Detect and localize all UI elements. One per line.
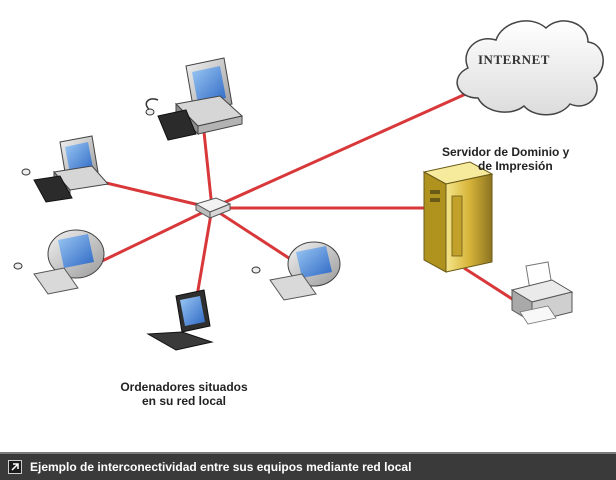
link-hub-pc-top [202,131,214,209]
printer-icon [510,261,574,325]
link-server-printer [463,266,521,306]
link-hub-pc-left [101,180,213,210]
caption-bar: Ejemplo de interconectividad entre sus e… [0,452,616,480]
laptop-icon [146,289,214,351]
internet-label: INTERNET [478,52,550,67]
network-links [99,82,521,306]
desktop-pc-left-icon [21,135,109,203]
server-label: Servidor de Dominio y de Impresión [442,145,614,173]
server-label-line1: Servidor de Dominio y [442,145,570,159]
local-pcs-label-line2: en su red local [141,394,227,408]
network-switch-icon [194,197,232,219]
server-tower-icon [422,161,494,273]
internet-cloud-icon [456,20,604,116]
imac-left-icon [13,229,105,295]
network-diagram [13,20,604,351]
desktop-pc-top-icon [145,57,244,141]
caption-text: Ejemplo de interconectividad entre sus e… [30,460,412,474]
imac-right-icon [251,241,341,301]
link-hub-internet [211,82,489,210]
link-hub-imac-right [211,206,299,266]
link-hub-laptop [194,207,214,303]
server-label-line2: de Impresión [478,159,553,173]
local-pcs-label: Ordenadores situados en su red local [94,380,274,408]
local-pcs-label-line1: Ordenadores situados [120,380,248,394]
link-hub-imac-left [99,206,213,264]
resize-arrow-icon[interactable] [8,460,22,474]
